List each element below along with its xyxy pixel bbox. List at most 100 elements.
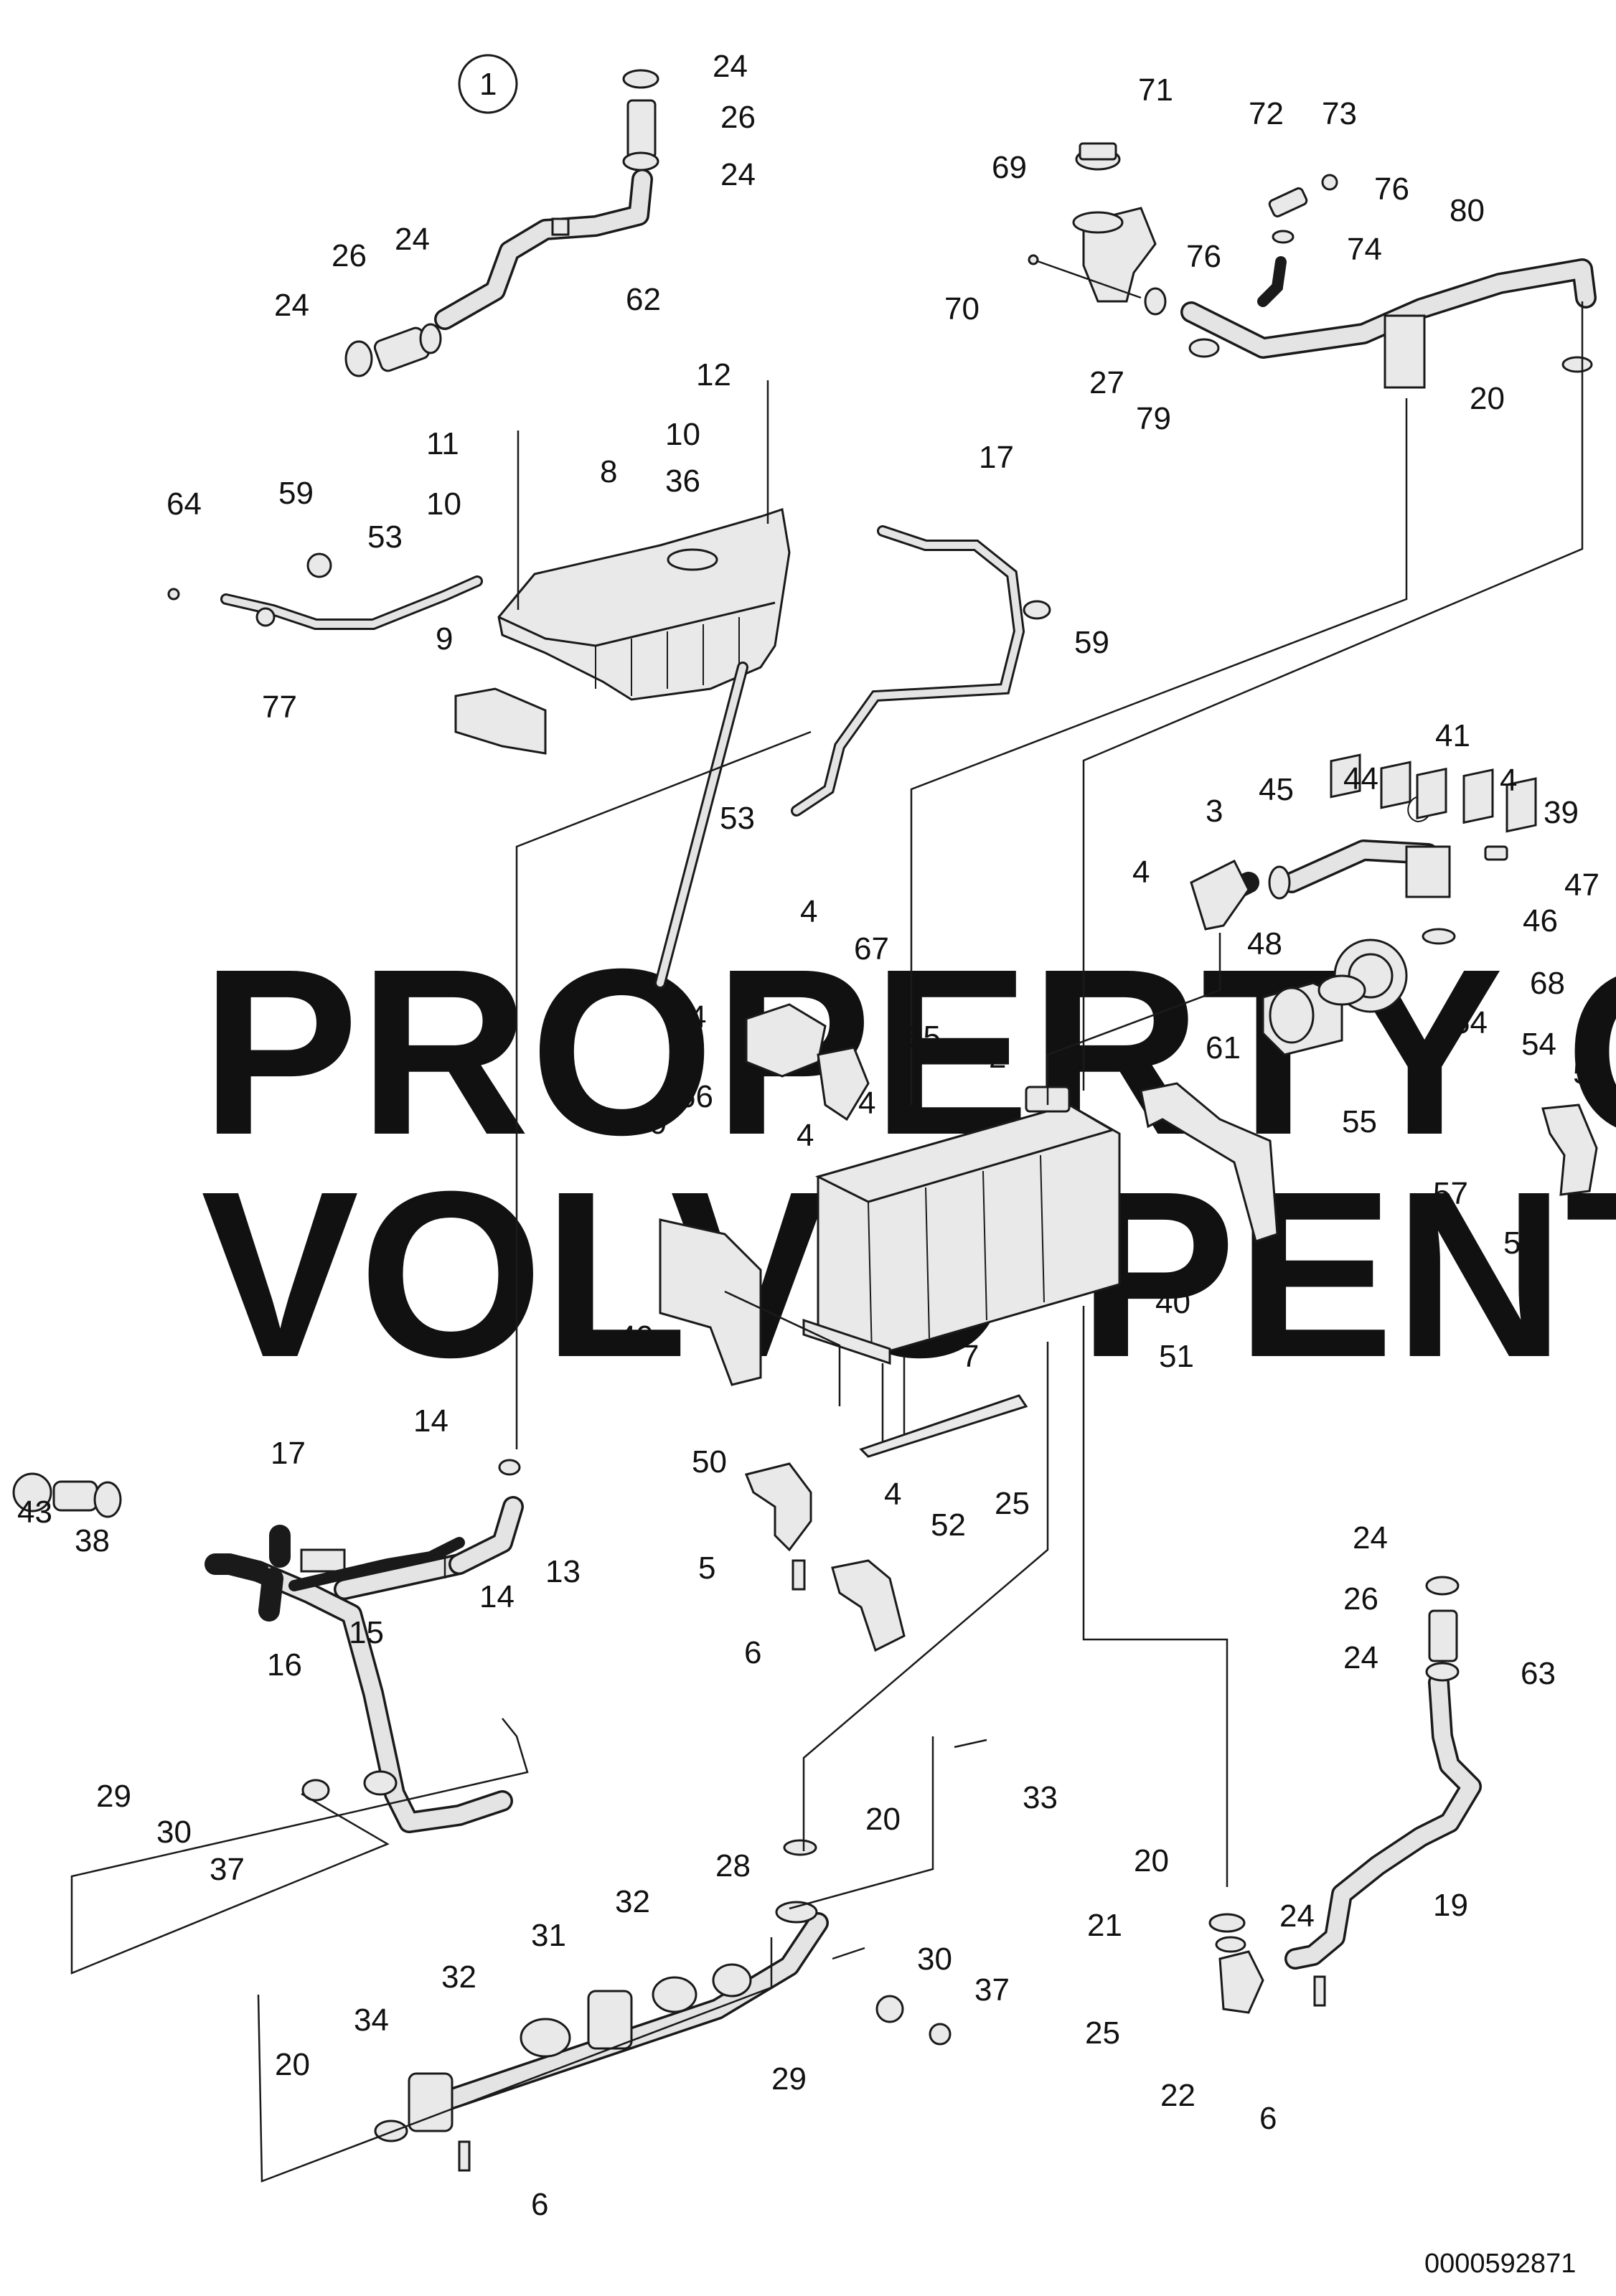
hose-77-assembly xyxy=(167,552,1051,630)
callout-13: 13 xyxy=(545,1554,581,1589)
callout-10-a: 10 xyxy=(665,417,700,452)
callout-45: 45 xyxy=(1259,772,1294,807)
flange-stack xyxy=(1330,753,1598,1196)
callout-63: 63 xyxy=(1521,1656,1556,1691)
callout-27: 27 xyxy=(1089,365,1124,400)
drawing-id: 0000592871 xyxy=(1424,2249,1576,2279)
callout-53-b: 53 xyxy=(720,801,755,836)
callout-74: 74 xyxy=(1347,232,1382,267)
callout-25-b: 25 xyxy=(1085,2015,1120,2051)
callout-56: 56 xyxy=(1503,1225,1539,1261)
callout-80: 80 xyxy=(1450,193,1485,228)
callout-24-e: 24 xyxy=(1353,1520,1388,1556)
callout-52: 52 xyxy=(931,1507,966,1543)
callout-79: 79 xyxy=(1136,401,1171,436)
callout-15: 15 xyxy=(349,1615,384,1650)
callout-24-f: 24 xyxy=(1343,1640,1378,1675)
callout-2: 2 xyxy=(989,1040,1006,1075)
callout-25-a: 25 xyxy=(995,1486,1030,1521)
callout-21: 21 xyxy=(1087,1908,1122,1943)
callout-8: 8 xyxy=(600,454,617,489)
callout-61: 61 xyxy=(1206,1030,1241,1065)
callout-5: 5 xyxy=(698,1551,715,1586)
callout-32-b: 32 xyxy=(441,1959,476,1995)
callout-70: 70 xyxy=(944,291,980,326)
callout-59-b: 59 xyxy=(1074,625,1109,660)
callout-38: 38 xyxy=(75,1523,110,1558)
callout-57: 57 xyxy=(1433,1176,1468,1211)
callout-17-a: 17 xyxy=(979,440,1014,475)
callout-14-b: 14 xyxy=(479,1579,515,1614)
callout-53-a: 53 xyxy=(367,519,403,555)
lower-manifold xyxy=(374,1739,987,2172)
callout-43: 43 xyxy=(17,1495,52,1530)
routing-lines xyxy=(70,301,1584,2183)
callout-40: 40 xyxy=(1155,1285,1190,1320)
callout-24-b: 24 xyxy=(720,157,756,192)
callout-12: 12 xyxy=(696,357,731,392)
callout-6-a: 6 xyxy=(744,1635,761,1670)
callout-76-a: 76 xyxy=(1374,171,1409,207)
callout-20-c: 20 xyxy=(275,2047,310,2082)
callout-4-d: 4 xyxy=(689,999,706,1035)
callout-62: 62 xyxy=(626,282,661,317)
callout-37-b: 37 xyxy=(974,1972,1010,2008)
pipe-19-assembly xyxy=(1208,1576,1482,2014)
callout-28: 28 xyxy=(715,1848,751,1883)
callout-46: 46 xyxy=(1523,903,1558,938)
callout-58: 58 xyxy=(1573,1055,1608,1091)
group-marker-label: 1 xyxy=(479,67,497,102)
callout-22: 22 xyxy=(1160,2078,1195,2113)
callout-20-d: 20 xyxy=(1134,1843,1169,1878)
callout-30-a: 30 xyxy=(156,1815,192,1850)
callout-32-a: 32 xyxy=(615,1884,650,1919)
callout-54-a: 54 xyxy=(1452,1005,1488,1040)
callout-24-a: 24 xyxy=(713,49,748,84)
callout-4-b: 4 xyxy=(1132,855,1150,890)
pipe-62-assembly xyxy=(344,69,659,377)
callout-73: 73 xyxy=(1322,96,1357,131)
callout-26-b: 26 xyxy=(332,238,367,273)
callout-6-b: 6 xyxy=(531,2187,548,2222)
callout-29-a: 29 xyxy=(96,1779,131,1814)
callout-71: 71 xyxy=(1138,72,1173,108)
callout-76-b: 76 xyxy=(1186,239,1221,274)
callout-64: 64 xyxy=(166,486,202,522)
callout-10-b: 10 xyxy=(426,486,461,522)
callout-26-c: 26 xyxy=(1343,1581,1378,1617)
callout-29-b: 29 xyxy=(771,2061,807,2097)
callout-4-e: 4 xyxy=(858,1086,875,1121)
callout-37-a: 37 xyxy=(210,1852,245,1887)
callout-17-b: 17 xyxy=(271,1436,306,1471)
callout-77: 77 xyxy=(262,690,297,725)
expansion-tank-8 xyxy=(454,380,1025,989)
callout-16: 16 xyxy=(267,1647,302,1683)
callout-24-c: 24 xyxy=(395,222,430,257)
callout-20-a: 20 xyxy=(1470,381,1505,416)
callout-20-b: 20 xyxy=(865,1802,901,1837)
callout-30-b: 30 xyxy=(917,1942,952,1977)
pipe-15-assembly xyxy=(12,1459,524,1833)
group-marker-circle xyxy=(458,54,518,114)
callout-31: 31 xyxy=(531,1918,566,1953)
callout-14-a: 14 xyxy=(413,1403,448,1439)
callout-4-a: 4 xyxy=(1500,763,1517,798)
callout-68: 68 xyxy=(1530,966,1565,1001)
callout-3: 3 xyxy=(1206,794,1223,829)
outlet-5 xyxy=(744,1462,906,1652)
callout-4-g: 4 xyxy=(884,1477,901,1512)
callout-67: 67 xyxy=(854,931,889,966)
callout-55: 55 xyxy=(1342,1104,1377,1139)
callout-11: 11 xyxy=(426,426,459,461)
callout-34: 34 xyxy=(354,2003,389,2038)
callout-49: 49 xyxy=(619,1319,654,1355)
brackets xyxy=(659,1003,1279,1386)
callout-48: 48 xyxy=(1247,926,1282,961)
callout-39: 39 xyxy=(1544,795,1579,830)
callout-24-d: 24 xyxy=(274,288,309,323)
callout-44: 44 xyxy=(1343,761,1378,796)
pipe-80-assembly xyxy=(1028,142,1597,389)
callout-9: 9 xyxy=(436,621,453,657)
callout-4-f: 4 xyxy=(797,1118,814,1153)
